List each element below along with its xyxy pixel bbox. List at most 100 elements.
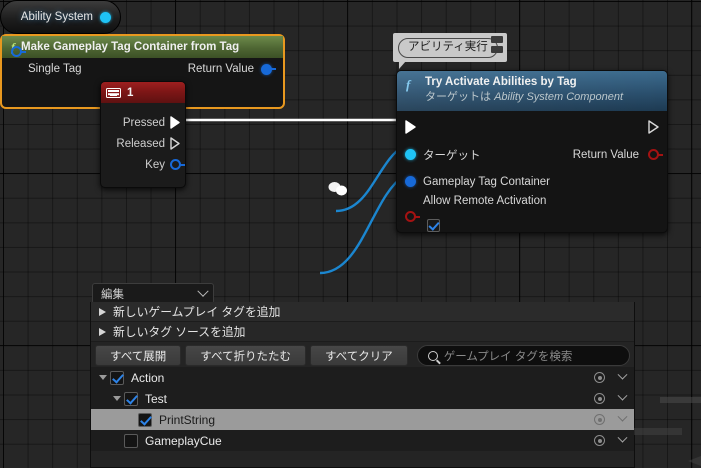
node-try-activate-subtitle-prefix: ターゲットは — [425, 91, 491, 103]
chevron-down-icon — [197, 285, 209, 297]
chevron-down-icon[interactable] — [617, 432, 628, 443]
row-actions[interactable] — [594, 432, 628, 446]
node-comment-bubble[interactable]: アビリティ実行 — [393, 33, 507, 62]
mouse-cursor — [328, 182, 347, 196]
node-keyboard-event-header[interactable]: 1 — [101, 82, 185, 103]
node-make-container-header[interactable]: f Make Gameplay Tag Container from Tag — [2, 36, 283, 58]
exec-pin-released[interactable] — [170, 137, 181, 150]
expand-all-button[interactable]: すべて展開 — [95, 345, 182, 366]
pin-label-allow-remote-activation: Allow Remote Activation — [423, 195, 547, 207]
tag-source-icon[interactable] — [594, 414, 605, 425]
background-artifact — [660, 397, 701, 403]
table-row[interactable]: GameplayCue — [91, 430, 634, 451]
add-new-gameplay-tag-row[interactable]: 新しいゲームプレイ タグを追加 — [91, 302, 634, 322]
node-try-activate-abilities-by-tag[interactable]: f Try Activate Abilities by Tag ターゲットは A… — [396, 70, 668, 233]
gameplay-tag-picker-panel[interactable]: 新しいゲームプレイ タグを追加 新しいタグ ソースを追加 すべて展開 すべて折り… — [90, 302, 635, 468]
node-try-activate-subtitle-target: Ability System Component — [494, 91, 624, 103]
exec-pin-in[interactable] — [405, 119, 416, 134]
tag-checkbox[interactable] — [124, 391, 138, 406]
tag-source-icon[interactable] — [594, 393, 605, 404]
pin-label-single-tag: Single Tag — [28, 63, 82, 75]
single-tag-dropdown[interactable]: 編集 — [92, 283, 214, 304]
function-icon: f — [406, 77, 411, 92]
node-make-container-pin-row: Single Tag Return Value — [2, 58, 283, 75]
add-new-tag-source-row[interactable]: 新しいタグ ソースを追加 — [91, 322, 634, 342]
background-artifact — [688, 456, 701, 466]
data-pin-allow-remote-stub — [415, 215, 420, 218]
data-pin-target[interactable] — [405, 149, 416, 160]
node-try-activate-body: ターゲット Return Value Gameplay Tag Containe… — [397, 111, 667, 232]
data-pin-gameplay-tag-container[interactable] — [405, 176, 416, 187]
chevron-down-icon[interactable] — [617, 390, 628, 401]
pin-label-return-value: Return Value — [572, 148, 639, 161]
tag-source-icon[interactable] — [594, 372, 605, 383]
comment-text: アビリティ実行 — [398, 37, 498, 58]
twisty-icon[interactable] — [99, 375, 107, 380]
pin-row-gameplay-tag-container[interactable]: Gameplay Tag Container — [397, 168, 667, 195]
comment-bubble-tail — [399, 61, 406, 69]
node-ability-system-variable[interactable]: Ability System — [0, 0, 121, 34]
tag-search-box[interactable]: ゲームプレイ タグを検索 — [416, 345, 630, 366]
data-pin-single-tag-stub — [21, 50, 26, 53]
chevron-right-icon — [99, 327, 106, 336]
exec-pin-pressed[interactable] — [170, 116, 181, 129]
twisty-icon[interactable] — [113, 396, 121, 401]
table-row[interactable]: Test — [91, 388, 634, 409]
pin-label-make-return-value: Return Value — [187, 63, 254, 75]
pin-row-allow-remote-activation-value[interactable] — [397, 211, 667, 232]
node-try-activate-subtitle: ターゲットは Ability System Component — [425, 90, 667, 105]
comment-bubble-icons[interactable] — [490, 36, 504, 58]
search-icon — [427, 350, 438, 361]
tag-search-placeholder: ゲームプレイ タグを検索 — [443, 350, 573, 363]
add-new-gameplay-tag-label: 新しいゲームプレイ タグを追加 — [113, 305, 281, 319]
pin-row-key[interactable]: Key — [101, 154, 185, 175]
node-keyboard-event[interactable]: 1 Pressed Released Key — [100, 81, 186, 188]
pin-row-released[interactable]: Released — [101, 133, 185, 154]
background-artifact — [634, 428, 682, 435]
node-ability-system-label: Ability System — [20, 11, 93, 23]
tag-name: PrintString — [159, 412, 216, 427]
data-pin-return-value-stub — [658, 153, 663, 156]
row-actions[interactable] — [594, 390, 628, 404]
data-pin-make-return-stub — [271, 68, 276, 70]
table-row[interactable]: PrintString — [91, 409, 634, 430]
pin-row-allow-remote-activation[interactable]: Allow Remote Activation — [397, 195, 667, 217]
resize-icon[interactable] — [491, 46, 503, 53]
tag-checkbox[interactable] — [110, 370, 124, 385]
exec-pin-out[interactable] — [648, 119, 659, 134]
node-try-activate-title: Try Activate Abilities by Tag — [425, 76, 577, 88]
tag-panel-toolbar: すべて展開 すべて折りたたむ すべてクリア ゲームプレイ タグを検索 — [91, 342, 634, 367]
pin-label-target: ターゲット — [423, 149, 481, 162]
pin-row-pressed[interactable]: Pressed — [101, 112, 185, 133]
pin-label-released: Released — [116, 137, 165, 150]
clear-all-button[interactable]: すべてクリア — [309, 345, 408, 366]
pin-label-key: Key — [145, 158, 165, 171]
chevron-down-icon[interactable] — [617, 369, 628, 380]
tag-name: Test — [145, 391, 168, 406]
pin-row-exec[interactable] — [397, 111, 667, 141]
chevron-right-icon — [99, 307, 106, 316]
tag-checkbox[interactable] — [124, 433, 138, 448]
tag-source-icon[interactable] — [594, 435, 605, 446]
pin-icon[interactable] — [491, 36, 503, 43]
gameplay-tag-tree[interactable]: Action Test PrintString — [91, 367, 634, 451]
node-try-activate-header[interactable]: f Try Activate Abilities by Tag ターゲットは A… — [397, 71, 667, 111]
data-pin-ability-system-out[interactable] — [100, 11, 111, 23]
chevron-down-icon[interactable] — [617, 411, 628, 422]
collapse-all-button[interactable]: すべて折りたたむ — [185, 345, 306, 366]
tag-name: Action — [131, 370, 165, 385]
tag-checkbox[interactable] — [138, 412, 152, 427]
checkbox-allow-remote-activation[interactable] — [427, 218, 440, 232]
data-pin-single-tag-wrap[interactable] — [11, 46, 26, 57]
tag-name: GameplayCue — [145, 433, 222, 448]
node-keyboard-event-pins: Pressed Released Key — [101, 103, 185, 175]
node-make-container-title: Make Gameplay Tag Container from Tag — [21, 41, 240, 53]
add-new-tag-source-label: 新しいタグ ソースを追加 — [113, 325, 246, 339]
table-row[interactable]: Action — [91, 367, 634, 388]
row-actions[interactable] — [594, 411, 628, 425]
data-pin-make-return-value[interactable] — [261, 63, 272, 75]
node-keyboard-event-title: 1 — [127, 86, 134, 99]
row-actions[interactable] — [594, 369, 628, 383]
pin-row-target[interactable]: ターゲット Return Value — [397, 141, 667, 168]
